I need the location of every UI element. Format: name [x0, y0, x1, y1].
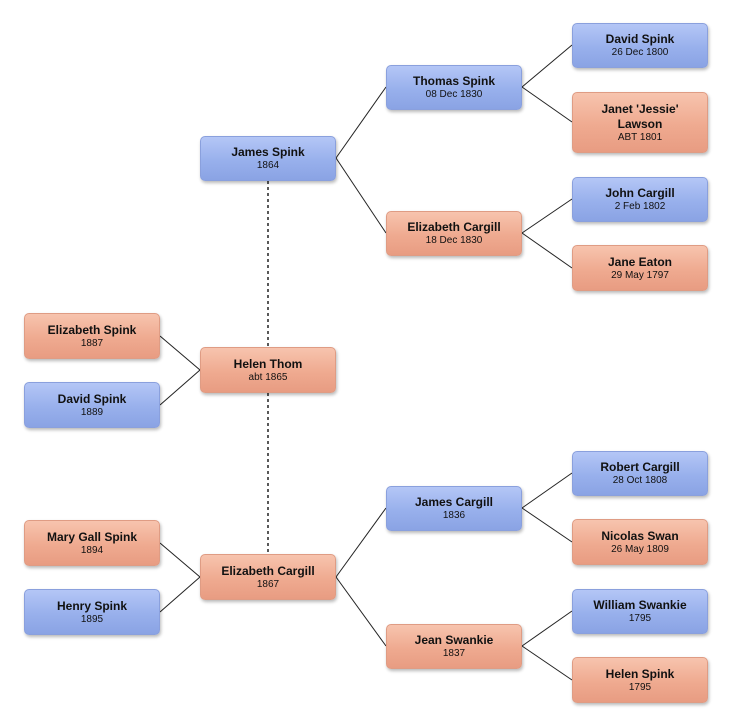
connector — [159, 335, 201, 371]
person-date: 1795 — [628, 681, 652, 693]
connector — [521, 86, 573, 123]
person-name: John Cargill — [605, 186, 675, 200]
person-date: 1836 — [442, 510, 466, 521]
connector — [159, 542, 201, 578]
person-name: Thomas Spink — [412, 74, 495, 88]
person-james-cargill[interactable]: James Cargill 1836 — [386, 486, 522, 531]
person-nicolas-swan[interactable]: Nicolas Swan 26 May 1809 — [572, 519, 708, 565]
person-date: 28 Oct 1808 — [612, 475, 668, 486]
person-william-swankie[interactable]: William Swankie 1795 — [572, 589, 708, 634]
person-date: 1889 — [80, 406, 104, 418]
person-name: Elizabeth Cargill — [407, 220, 501, 234]
connector — [521, 44, 573, 88]
person-mary-gall-spink[interactable]: Mary Gall Spink 1894 — [24, 520, 160, 566]
connector — [521, 610, 573, 647]
connector — [335, 157, 387, 234]
person-date: 1887 — [80, 337, 104, 349]
person-robert-cargill[interactable]: Robert Cargill 28 Oct 1808 — [572, 451, 708, 496]
connector — [521, 472, 573, 509]
person-name: Jean Swankie — [414, 633, 494, 647]
person-helen-thom[interactable]: Helen Thom abt 1865 — [200, 347, 336, 393]
connector — [159, 576, 201, 613]
connector — [521, 645, 573, 681]
connector — [521, 507, 573, 543]
person-name: James Cargill — [414, 495, 494, 509]
person-thomas-spink[interactable]: Thomas Spink 08 Dec 1830 — [386, 65, 522, 110]
person-elizabeth-cargill-1867[interactable]: Elizabeth Cargill 1867 — [200, 554, 336, 600]
person-jean-swankie[interactable]: Jean Swankie 1837 — [386, 624, 522, 669]
person-david-spink-1800[interactable]: David Spink 26 Dec 1800 — [572, 23, 708, 68]
connector — [521, 232, 573, 269]
person-name: Helen Spink — [605, 666, 675, 681]
person-name: Jane Eaton — [607, 254, 673, 269]
connector — [335, 576, 387, 647]
person-date: 26 Dec 1800 — [611, 47, 669, 58]
person-john-cargill[interactable]: John Cargill 2 Feb 1802 — [572, 177, 708, 222]
person-name: Nicolas Swan — [601, 528, 679, 543]
person-name: Henry Spink — [56, 598, 128, 613]
person-date: abt 1865 — [248, 371, 288, 383]
connector — [335, 507, 387, 578]
person-date: 1895 — [80, 613, 104, 625]
person-date: 08 Dec 1830 — [425, 89, 483, 100]
person-date: 18 Dec 1830 — [425, 235, 483, 246]
connector — [159, 369, 201, 406]
person-david-spink-1889[interactable]: David Spink 1889 — [24, 382, 160, 428]
person-name: David Spink — [57, 391, 127, 406]
person-name: Robert Cargill — [600, 460, 680, 474]
person-date: 2 Feb 1802 — [614, 201, 666, 212]
person-name: Elizabeth Spink — [47, 322, 137, 337]
person-name: Janet 'Jessie' Lawson — [601, 101, 679, 131]
person-date: 1864 — [256, 160, 280, 171]
person-date: ABT 1801 — [617, 131, 663, 143]
connector — [335, 86, 387, 159]
person-date: 26 May 1809 — [611, 543, 669, 555]
person-elizabeth-spink[interactable]: Elizabeth Spink 1887 — [24, 313, 160, 359]
person-name: William Swankie — [593, 598, 687, 612]
person-date: 1867 — [256, 578, 280, 590]
person-name: Mary Gall Spink — [46, 529, 138, 544]
person-helen-spink[interactable]: Helen Spink 1795 — [572, 657, 708, 703]
person-elizabeth-cargill-1830[interactable]: Elizabeth Cargill 18 Dec 1830 — [386, 211, 522, 256]
person-date: 29 May 1797 — [611, 269, 669, 281]
person-date: 1795 — [628, 613, 652, 624]
person-henry-spink[interactable]: Henry Spink 1895 — [24, 589, 160, 635]
person-date: 1837 — [442, 648, 466, 659]
person-date: 1894 — [80, 544, 104, 556]
person-name: David Spink — [605, 32, 675, 46]
person-jane-eaton[interactable]: Jane Eaton 29 May 1797 — [572, 245, 708, 291]
person-name: Elizabeth Cargill — [221, 563, 315, 578]
connector — [521, 198, 573, 234]
person-name: James Spink — [231, 145, 305, 159]
person-james-spink[interactable]: James Spink 1864 — [200, 136, 336, 181]
person-name: Helen Thom — [233, 356, 303, 371]
person-janet-lawson[interactable]: Janet 'Jessie' Lawson ABT 1801 — [572, 92, 708, 153]
